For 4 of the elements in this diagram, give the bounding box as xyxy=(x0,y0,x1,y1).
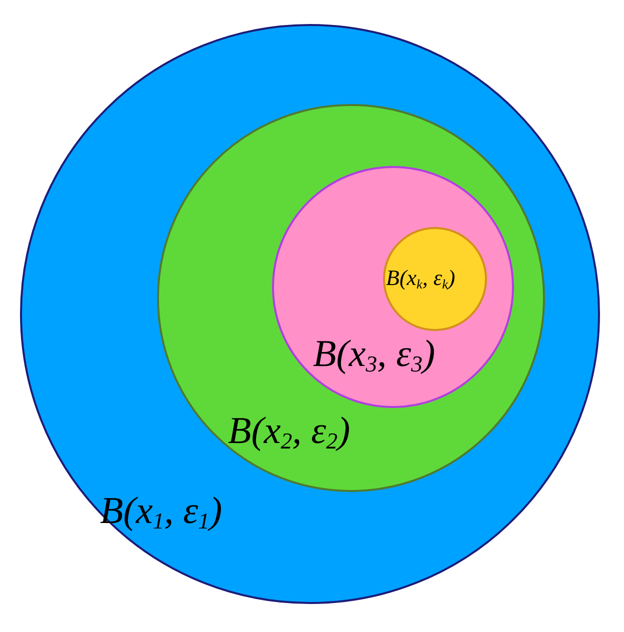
ball-label: B(x$_{2}$, ε$_{2}$) xyxy=(228,412,350,454)
ball-label: B(x$_{k}$, ε$_{k}$) xyxy=(386,267,456,290)
ball-label: B(x$_{3}$, ε$_{3}$) xyxy=(313,335,436,376)
ball-label: B(x$_{1}$, ε$_{1}$) xyxy=(100,492,222,534)
